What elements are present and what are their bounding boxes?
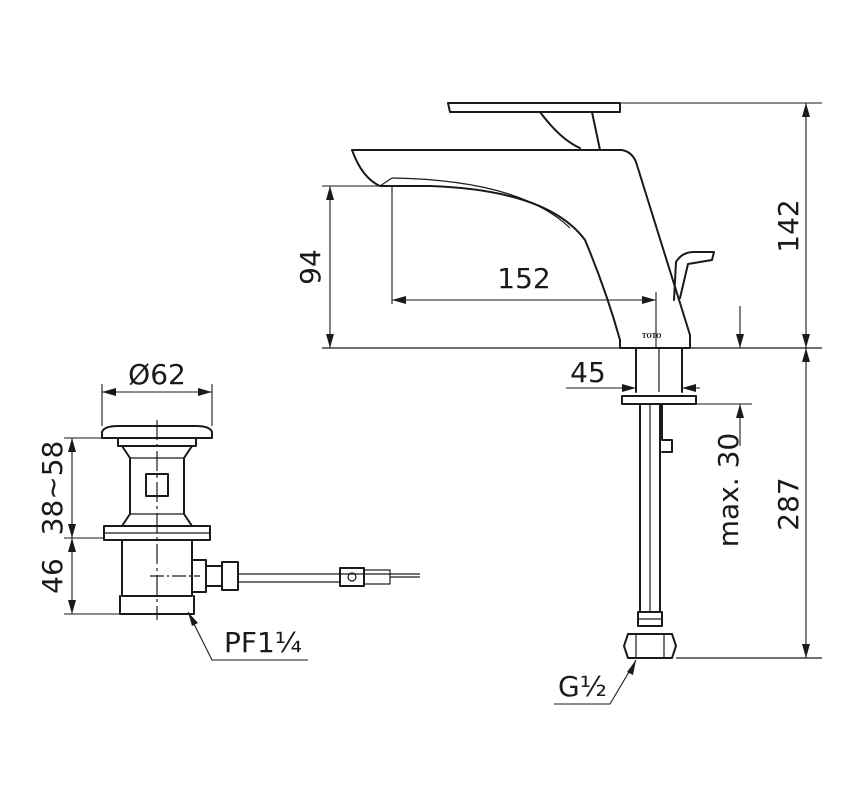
hex-nut xyxy=(623,633,677,659)
waste-body xyxy=(121,445,193,527)
brand-mark: TOTO xyxy=(642,333,661,340)
label-spout-height: 94 xyxy=(294,249,327,285)
label-spout-reach: 152 xyxy=(497,262,550,295)
label-height-total: 142 xyxy=(772,199,805,252)
label-waste-diameter: Ø62 xyxy=(128,358,186,391)
label-waste-thread: PF1¼ xyxy=(224,626,302,659)
dim-deck-thickness: max. 30 xyxy=(696,306,752,547)
supply-hose xyxy=(639,403,661,613)
dim-waste-thread: PF1¼ xyxy=(187,611,308,661)
dim-inlet-thread: G½ xyxy=(554,659,637,705)
spout-inner-curve xyxy=(391,177,571,229)
label-waste-range: 38~58 xyxy=(36,441,69,536)
spout-tip-edge xyxy=(379,177,393,187)
mounting-plate xyxy=(621,395,697,405)
label-waste-height: 46 xyxy=(36,558,69,594)
dim-waste-height: 46 xyxy=(36,538,120,615)
dim-waste-diameter: Ø62 xyxy=(101,358,213,426)
lever-stem xyxy=(539,111,601,151)
threaded-rod xyxy=(661,403,673,453)
waste-outlet-flange xyxy=(221,561,239,591)
dim-hose-length: 287 xyxy=(772,348,810,658)
waste-rod-coupling xyxy=(363,569,391,585)
lever-handle-plate xyxy=(447,102,621,113)
shank xyxy=(635,347,683,393)
popup-waste xyxy=(101,420,420,620)
label-inlet-thread: G½ xyxy=(558,670,607,703)
label-deck-thickness: max. 30 xyxy=(712,433,745,547)
waste-cap xyxy=(101,425,213,439)
waste-side-outlet xyxy=(191,559,207,593)
rear-lever xyxy=(673,251,715,301)
faucet-underside xyxy=(621,347,822,659)
dim-spout-height: 94 xyxy=(294,185,380,348)
label-hose-length: 287 xyxy=(772,477,805,530)
dim-waste-range: 38~58 xyxy=(36,437,118,539)
dim-height-total: 142 xyxy=(620,102,822,348)
waste-outlet-nut xyxy=(205,565,223,587)
spout-outline xyxy=(351,149,691,349)
waste-lower-body xyxy=(121,539,193,597)
faucet-body: TOTO xyxy=(322,102,822,349)
waste-rod-clip xyxy=(339,567,365,587)
label-base-diameter: 45 xyxy=(570,356,606,389)
dim-spout-reach: 152 xyxy=(391,186,657,348)
dim-base-diameter: 45 xyxy=(566,356,700,392)
